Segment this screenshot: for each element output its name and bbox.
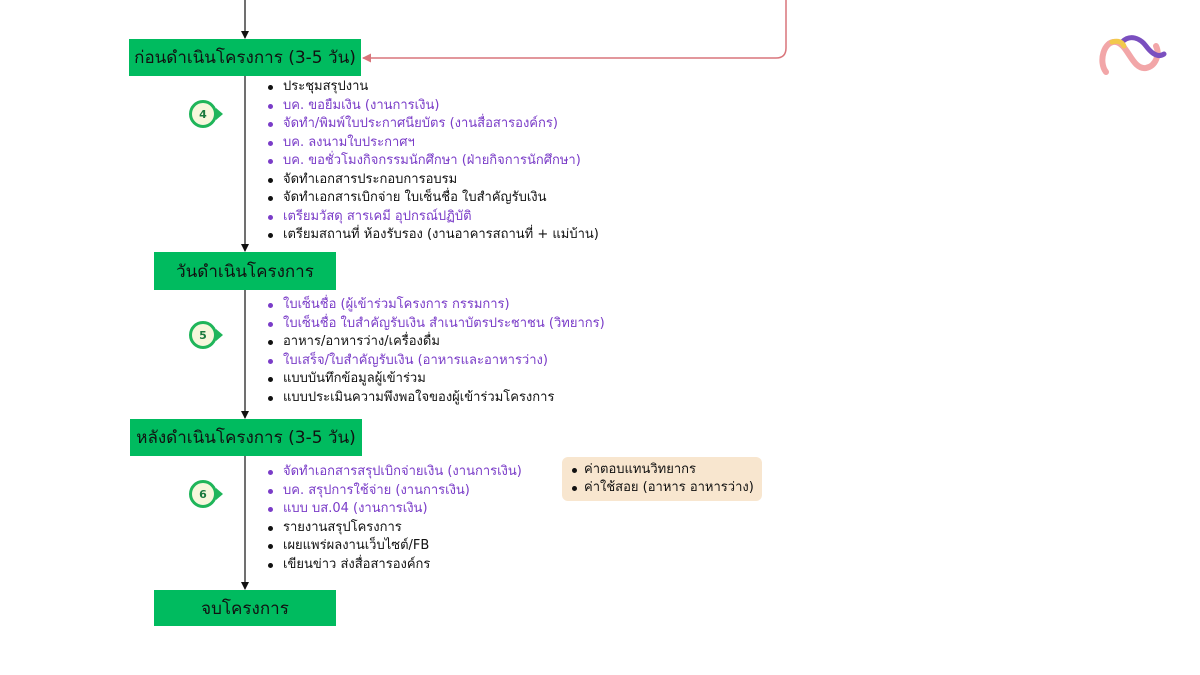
- task-item: บค. ขอชั่วโมงกิจกรรมนักศึกษา (ฝ่ายกิจการ…: [268, 152, 599, 171]
- task-item: บค. ลงนามใบประกาศฯ: [268, 134, 599, 153]
- stage-before-label: ก่อนดำเนินโครงการ (3-5 วัน): [134, 48, 356, 68]
- step-5-task-list: ใบเซ็นชื่อ (ผู้เข้าร่วมโครงการ กรรมการ)ใ…: [268, 296, 605, 407]
- task-item: ใบเสร็จ/ใบสำคัญรับเงิน (อาหารและอาหารว่า…: [268, 352, 605, 371]
- task-item: เตรียมสถานที่ ห้องรับรอง (งานอาคารสถานที…: [268, 226, 599, 245]
- stage-before-box: ก่อนดำเนินโครงการ (3-5 วัน): [129, 39, 361, 76]
- step-4-task-list: ประชุมสรุปงานบค. ขอยืมเงิน (งานการเงิน)จ…: [268, 78, 599, 245]
- task-item: แบบประเมินความพึงพอใจของผู้เข้าร่วมโครงก…: [268, 389, 605, 408]
- task-item: บค. สรุปการใช้จ่าย (งานการเงิน): [268, 482, 522, 501]
- stage-end-label: จบโครงการ: [201, 598, 289, 619]
- infinity-logo-icon: [1099, 35, 1167, 75]
- task-item: รายงานสรุปโครงการ: [268, 519, 522, 538]
- task-item: เขียนข่าว ส่งสื่อสารองค์กร: [268, 556, 522, 575]
- task-item: จัดทำ/พิมพ์ใบประกาศนียบัตร (งานสื่อสารอง…: [268, 115, 599, 134]
- step-6-number: 6: [199, 487, 207, 501]
- task-item: บค. ขอยืมเงิน (งานการเงิน): [268, 97, 599, 116]
- stage-after-box: หลังดำเนินโครงการ (3-5 วัน): [130, 419, 362, 456]
- task-item: ประชุมสรุปงาน: [268, 78, 599, 97]
- task-item: ใบเซ็นชื่อ (ผู้เข้าร่วมโครงการ กรรมการ): [268, 296, 605, 315]
- note-item: ค่าตอบแทนวิทยากร: [570, 461, 754, 479]
- task-item: เผยแพร่ผลงานเว็บไซต์/FB: [268, 537, 522, 556]
- expense-note-list: ค่าตอบแทนวิทยากรค่าใช้สอย (อาหาร อาหารว่…: [570, 461, 754, 497]
- stage-after-label: หลังดำเนินโครงการ (3-5 วัน): [136, 428, 356, 448]
- stage-end-box: จบโครงการ: [154, 590, 336, 626]
- step-5-badge: 5: [189, 321, 223, 349]
- task-item: เตรียมวัสดุ สารเคมี อุปกรณ์ปฏิบัติ: [268, 208, 599, 227]
- step-4-badge: 4: [189, 100, 223, 128]
- task-item: ใบเซ็นชื่อ ใบสำคัญรับเงิน สำเนาบัตรประชา…: [268, 315, 605, 334]
- task-item: จัดทำเอกสารเบิกจ่าย ใบเซ็นชื่อ ใบสำคัญรั…: [268, 189, 599, 208]
- step-5-number: 5: [199, 328, 207, 342]
- stage-during-box: วันดำเนินโครงการ: [154, 252, 336, 290]
- expense-note-box: ค่าตอบแทนวิทยากรค่าใช้สอย (อาหาร อาหารว่…: [562, 457, 762, 501]
- return-loop-line: [362, 0, 787, 63]
- step-6-badge: 6: [189, 480, 223, 508]
- step-6-task-list: จัดทำเอกสารสรุปเบิกจ่ายเงิน (งานการเงิน)…: [268, 463, 522, 574]
- step-4-number: 4: [199, 107, 207, 121]
- stage-during-label: วันดำเนินโครงการ: [176, 261, 314, 282]
- task-item: แบบบันทึกข้อมูลผู้เข้าร่วม: [268, 370, 605, 389]
- note-item: ค่าใช้สอย (อาหาร อาหารว่าง): [570, 479, 754, 497]
- task-item: แบบ บส.04 (งานการเงิน): [268, 500, 522, 519]
- task-item: อาหาร/อาหารว่าง/เครื่องดื่ม: [268, 333, 605, 352]
- task-item: จัดทำเอกสารประกอบการอบรม: [268, 171, 599, 190]
- task-item: จัดทำเอกสารสรุปเบิกจ่ายเงิน (งานการเงิน): [268, 463, 522, 482]
